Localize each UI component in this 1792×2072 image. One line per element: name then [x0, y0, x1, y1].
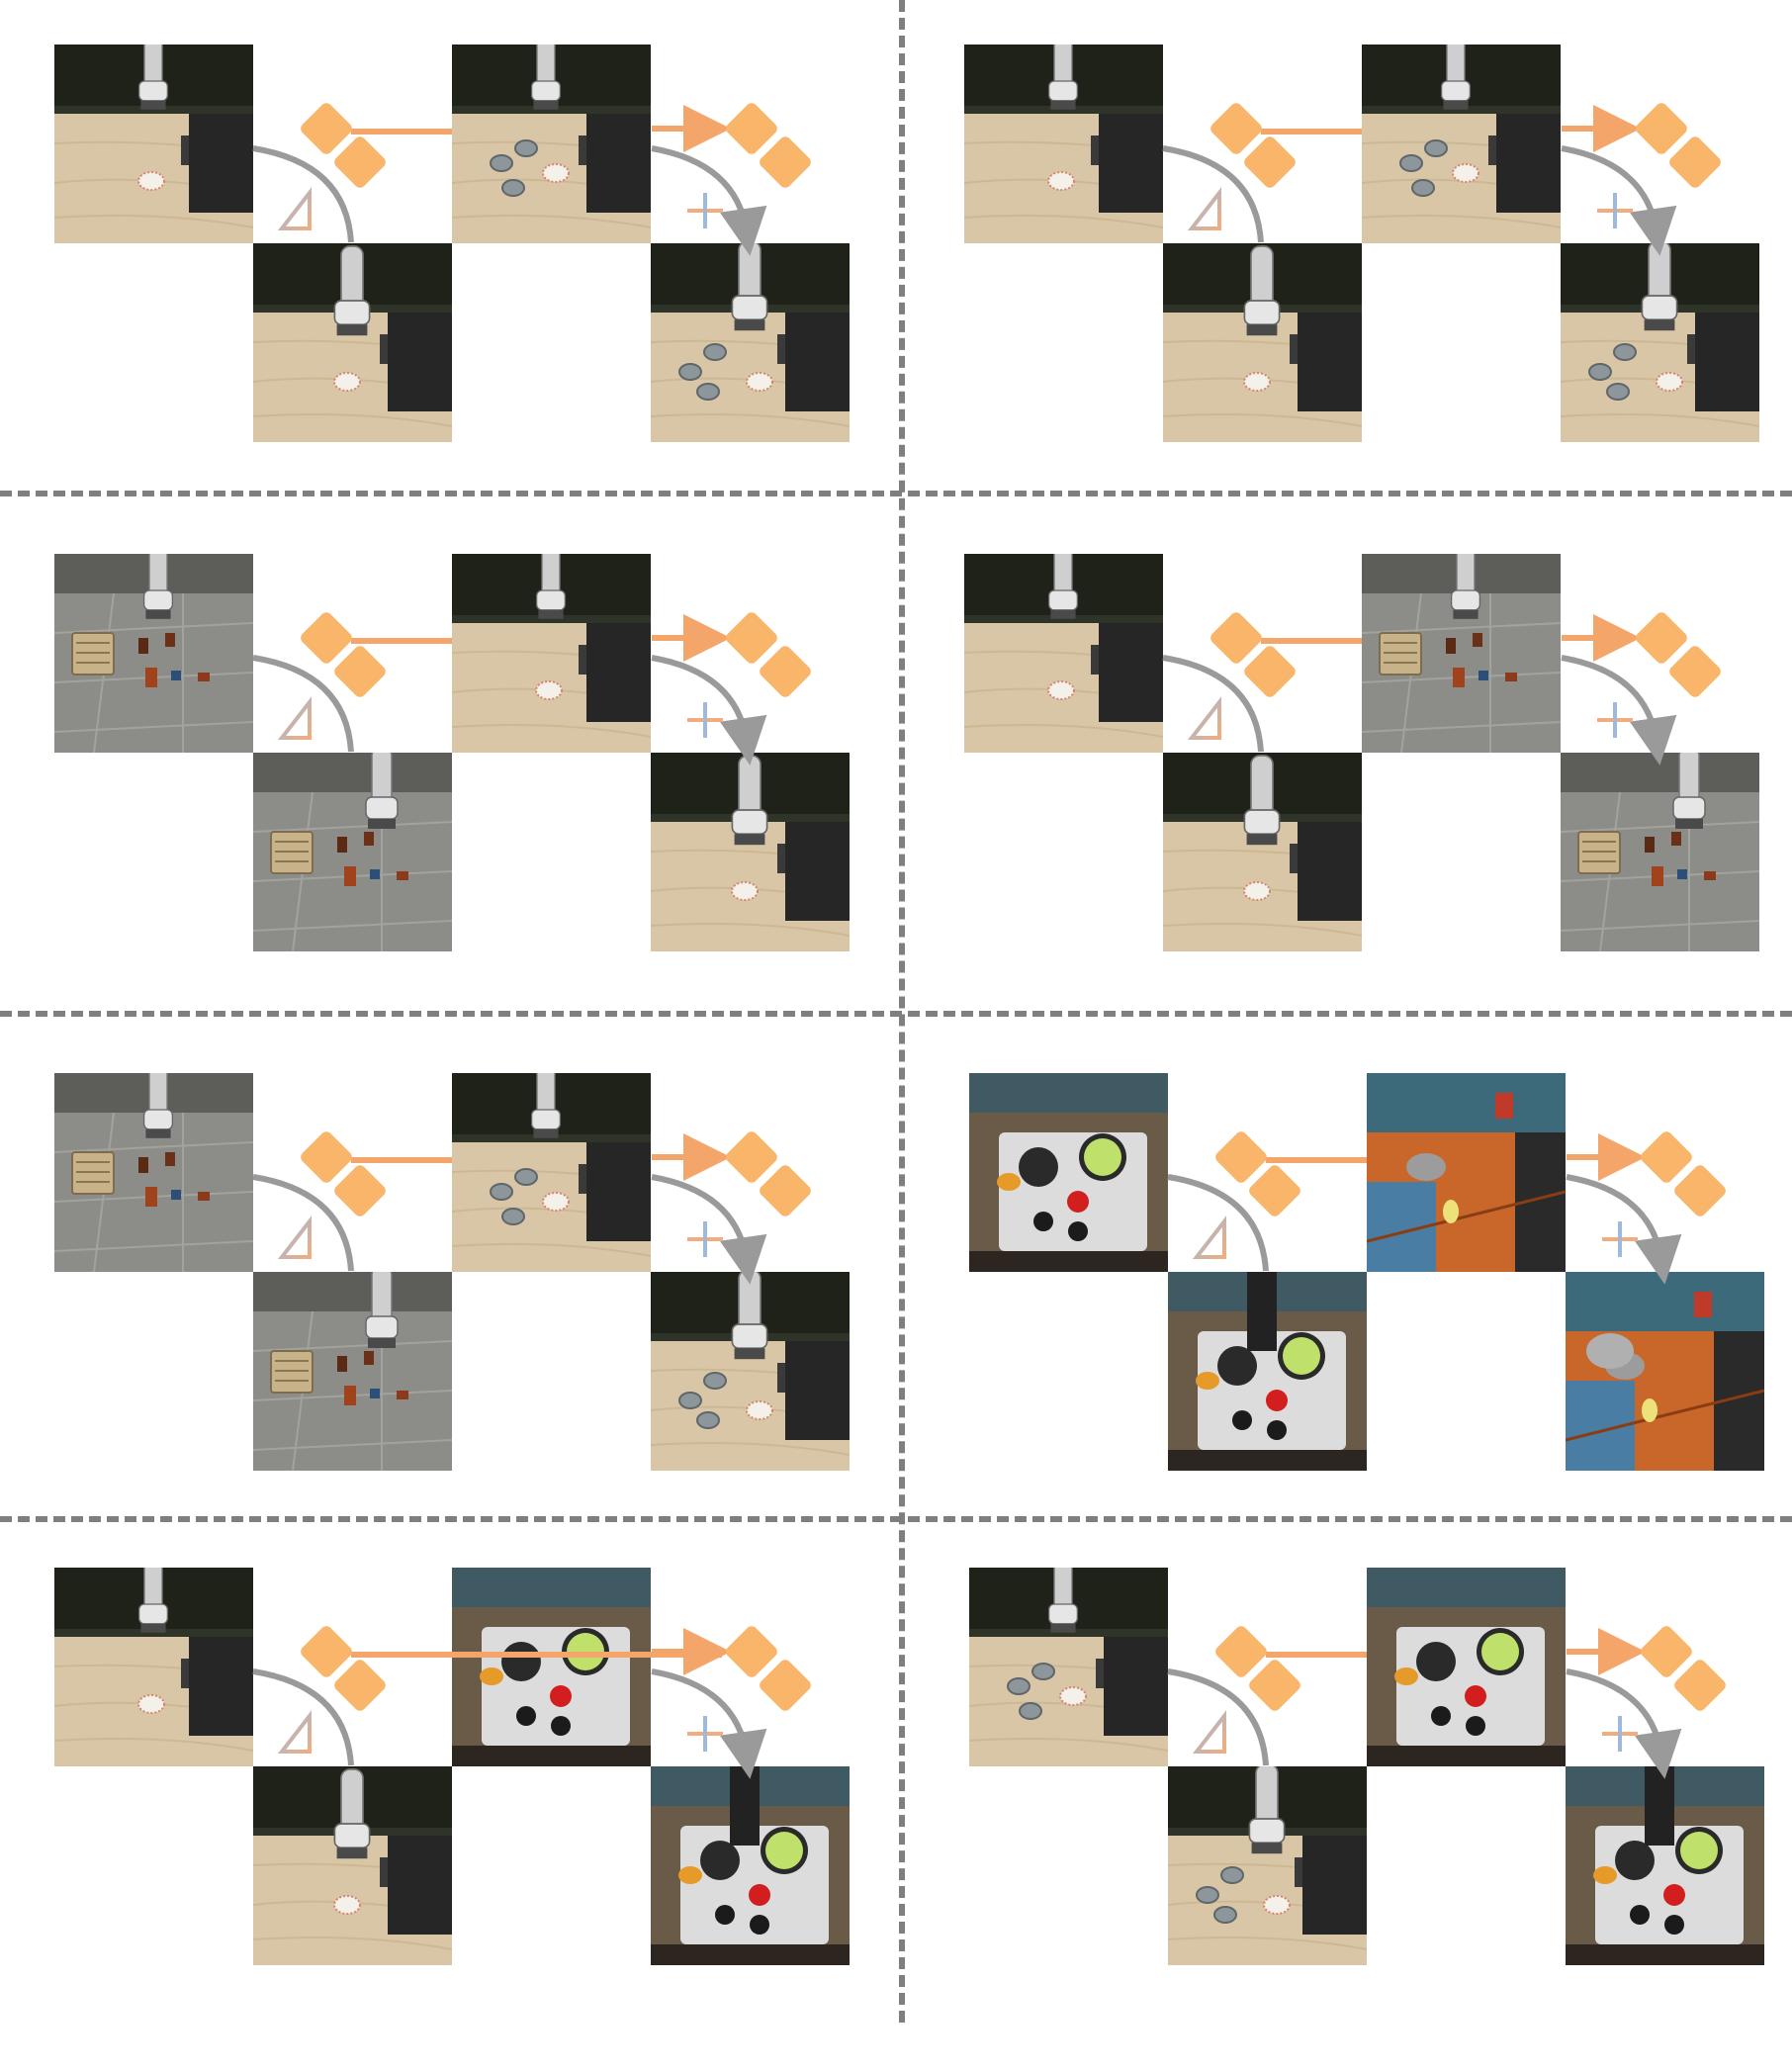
scene-thumbnail-stove: [969, 1073, 1168, 1272]
orange-diamond-pair-icon: [1641, 1131, 1726, 1216]
scene-thumbnail-wood-cabinet: [964, 554, 1163, 753]
gradient-plus-icon: [687, 193, 723, 228]
curved-gray-arrow: [1167, 1668, 1269, 1766]
gradient-triangle-icon: [277, 1216, 312, 1259]
orange-diamond-pair-icon: [1215, 1131, 1300, 1216]
gradient-triangle-icon: [1187, 187, 1221, 230]
scene-thumbnail-wood-cabinet: [452, 554, 651, 753]
gradient-triangle-icon: [277, 187, 312, 230]
example-panel-r1-left: [54, 45, 948, 549]
gradient-triangle-icon: [1192, 1216, 1226, 1259]
orange-diamond-pair-icon: [1636, 103, 1721, 188]
scene-thumbnail-wood-pans: [452, 45, 651, 243]
orange-diamond-pair-icon: [301, 1131, 386, 1216]
orange-diamond-pair-icon: [726, 1626, 811, 1711]
scene-thumbnail-wood-pans-arm: [651, 1272, 850, 1471]
curved-gray-arrow: [1162, 655, 1264, 753]
scene-thumbnail-wood-pans: [969, 1568, 1168, 1766]
scene-thumbnail-wood-arm: [253, 1766, 452, 1965]
curved-gray-arrow: [651, 1668, 767, 1779]
scene-thumbnail-wood-pans-arm: [651, 243, 850, 442]
example-panel-r4-left: [54, 1568, 948, 2072]
orange-diamond-pair-icon: [1210, 612, 1296, 697]
scene-thumbnail-gray-floor-arm: [253, 753, 452, 951]
curved-gray-arrow: [1566, 1668, 1682, 1779]
curved-gray-arrow: [1566, 1174, 1682, 1285]
gradient-triangle-icon: [277, 1710, 312, 1754]
gradient-triangle-icon: [1187, 696, 1221, 740]
horizontal-separator: [0, 491, 1792, 496]
orange-diamond-pair-icon: [726, 1131, 811, 1216]
gradient-triangle-icon: [277, 696, 312, 740]
orange-diamond-pair-icon: [1641, 1626, 1726, 1711]
curved-gray-arrow: [651, 1174, 767, 1285]
scene-thumbnail-stove: [1367, 1568, 1566, 1766]
gradient-plus-icon: [1597, 193, 1633, 228]
curved-gray-arrow: [252, 655, 354, 753]
scene-thumbnail-wood-cabinet: [964, 45, 1163, 243]
scene-thumbnail-counter-close: [1566, 1272, 1764, 1471]
gradient-triangle-icon: [1192, 1710, 1226, 1754]
gradient-plus-icon: [687, 702, 723, 738]
scene-thumbnail-wood-arm: [1163, 753, 1362, 951]
gradient-plus-icon: [1602, 1716, 1638, 1752]
scene-thumbnail-gray-floor: [54, 554, 253, 753]
example-panel-r2-right: [964, 554, 1792, 1058]
curved-gray-arrow: [252, 145, 354, 243]
scene-thumbnail-stove-close: [651, 1766, 850, 1965]
orange-diamond-pair-icon: [1215, 1626, 1300, 1711]
example-panel-r3-left: [54, 1073, 948, 1577]
gradient-plus-icon: [1602, 1221, 1638, 1257]
scene-thumbnail-gray-floor: [54, 1073, 253, 1272]
orange-diamond-pair-icon: [301, 612, 386, 697]
scene-thumbnail-wood-cabinet: [54, 45, 253, 243]
scene-thumbnail-gray-floor-arm: [1561, 753, 1759, 951]
orange-diamond-pair-icon: [1636, 612, 1721, 697]
orange-diamond-pair-icon: [301, 103, 386, 188]
curved-gray-arrow: [252, 1174, 354, 1272]
orange-diamond-pair-icon: [1210, 103, 1296, 188]
orange-diamond-pair-icon: [301, 1626, 386, 1711]
scene-thumbnail-wood-pans-arm: [1561, 243, 1759, 442]
scene-thumbnail-wood-arm: [1163, 243, 1362, 442]
orange-diamond-pair-icon: [726, 103, 811, 188]
curved-gray-arrow: [1561, 655, 1677, 766]
example-panel-r1-right: [964, 45, 1792, 549]
example-panel-r2-left: [54, 554, 948, 1058]
curved-gray-arrow: [252, 1668, 354, 1766]
orange-diamond-pair-icon: [726, 612, 811, 697]
example-panel-r4-right: [969, 1568, 1792, 2072]
gradient-plus-icon: [687, 1221, 723, 1257]
figure-canvas: [0, 0, 1792, 2023]
scene-thumbnail-wood-arm: [253, 243, 452, 442]
scene-thumbnail-wood-cabinet: [54, 1568, 253, 1766]
example-panel-r3-right: [969, 1073, 1792, 1577]
curved-gray-arrow: [651, 655, 767, 766]
scene-thumbnail-wood-pans: [452, 1073, 651, 1272]
curved-gray-arrow: [1561, 145, 1677, 256]
scene-thumbnail-stove: [452, 1568, 651, 1766]
horizontal-separator: [0, 1011, 1792, 1017]
curved-gray-arrow: [1167, 1174, 1269, 1272]
scene-thumbnail-wood-pans-arm: [1168, 1766, 1367, 1965]
scene-thumbnail-stove-close: [1168, 1272, 1367, 1471]
scene-thumbnail-stove-close: [1566, 1766, 1764, 1965]
gradient-plus-icon: [687, 1716, 723, 1752]
scene-thumbnail-gray-floor-arm: [253, 1272, 452, 1471]
horizontal-separator: [0, 1516, 1792, 1522]
scene-thumbnail-wood-pans: [1362, 45, 1561, 243]
curved-gray-arrow: [1162, 145, 1264, 243]
scene-thumbnail-wood-arm: [651, 753, 850, 951]
gradient-plus-icon: [1597, 702, 1633, 738]
curved-gray-arrow: [651, 145, 767, 256]
scene-thumbnail-gray-floor: [1362, 554, 1561, 753]
scene-thumbnail-counter: [1367, 1073, 1566, 1272]
